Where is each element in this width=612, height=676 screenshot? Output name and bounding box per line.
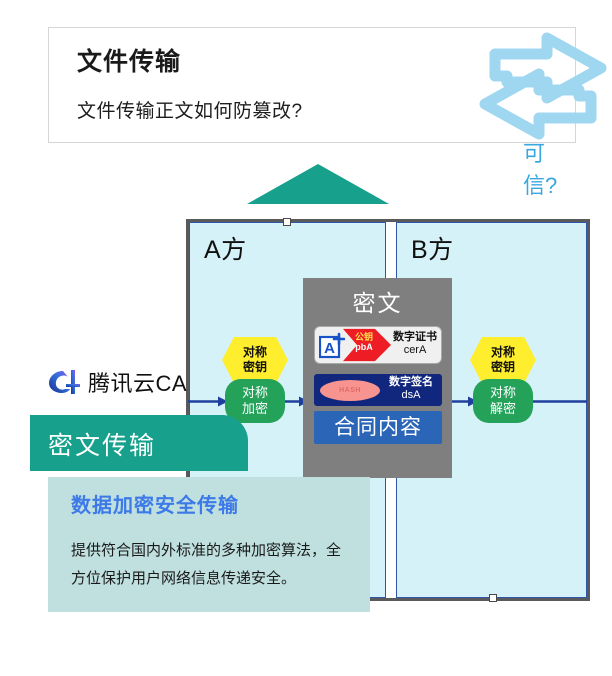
certificate-text-group: 数字证书 cerA: [389, 331, 441, 357]
selection-handle-bottom[interactable]: [489, 594, 497, 602]
contract-content-label: 合同内容: [334, 416, 422, 439]
digital-certificate-card: A 公钥 pbA 数字证书 cerA: [314, 326, 442, 364]
party-b-label: B方: [411, 236, 454, 264]
digital-signature-block: HASH 数字签名 dsA: [314, 374, 442, 406]
symmetric-decrypt-node: 对称解密: [473, 379, 533, 423]
contract-content-block: 合同内容: [314, 411, 442, 444]
decrypt-line2: 解密: [489, 401, 516, 416]
arrow-out-of-decrypt: [531, 400, 587, 403]
public-key-arrow-shape: [343, 328, 391, 362]
certificate-badge-icon: A: [319, 332, 345, 359]
tencent-cloud-ca-logo: 腾讯云CA: [47, 366, 187, 398]
certificate-name-label: 数字证书: [393, 331, 437, 343]
public-key-id: pbA: [355, 342, 373, 353]
signature-text-group: 数字签名 dsA: [382, 376, 440, 402]
encrypt-line2: 加密: [241, 401, 268, 416]
signature-name-label: 数字签名: [389, 376, 433, 388]
bidirectional-exchange-arrow-icon: [479, 32, 607, 140]
key-b-line1: 对称: [490, 345, 515, 359]
public-key-text-group: 公钥 pbA: [345, 332, 383, 353]
callout-body-panel: 数据加密安全传输 提供符合国内外标准的多种加密算法，全方位保护用户网络信息传递安…: [48, 477, 370, 612]
callout-body-text: 提供符合国内外标准的多种加密算法，全方位保护用户网络信息传递安全。: [71, 542, 342, 587]
hash-label: HASH: [339, 387, 361, 394]
selection-handle-top[interactable]: [283, 218, 291, 226]
callout-banner: 密文传输: [30, 415, 248, 471]
hash-ellipse-shape: HASH: [320, 380, 380, 401]
ciphertext-block: 密文 A 公钥 pbA 数字证书 cerA HASH 数字签名 dsA 合同内容: [303, 278, 452, 478]
up-triangle-icon: [247, 164, 389, 204]
ciphertext-title: 密文: [352, 290, 403, 316]
trust-question-label: 可信?: [523, 141, 558, 198]
callout-banner-label: 密文传输: [48, 432, 157, 460]
key-b-line2: 密钥: [490, 360, 515, 374]
certificate-id-label: cerA: [403, 344, 427, 357]
header-card: 文件传输 文件传输正文如何防篡改? 可信?: [48, 27, 607, 198]
public-key-label: 公钥: [354, 332, 373, 342]
svg-text:A: A: [324, 340, 335, 357]
party-a-label: A方: [204, 236, 247, 264]
page-title: 文件传输: [77, 48, 182, 76]
callout-heading: 数据加密安全传输: [71, 495, 239, 517]
symmetric-key-b: 对称密钥: [470, 337, 536, 383]
signature-id-label: dsA: [401, 389, 421, 402]
key-a-line1: 对称: [242, 345, 267, 359]
symmetric-encrypt-node: 对称加密: [225, 379, 285, 423]
symmetric-key-a: 对称密钥: [222, 337, 288, 383]
ca-logo-text: 腾讯云CA: [88, 371, 188, 396]
key-a-line2: 密钥: [242, 360, 267, 374]
arrow-into-encrypt: [188, 396, 228, 407]
encrypt-line1: 对称: [241, 385, 268, 401]
tencent-cloud-ca-mark-icon: [49, 370, 80, 394]
header-question-text: 文件传输正文如何防篡改?: [77, 101, 303, 122]
decrypt-line1: 对称: [489, 385, 516, 401]
